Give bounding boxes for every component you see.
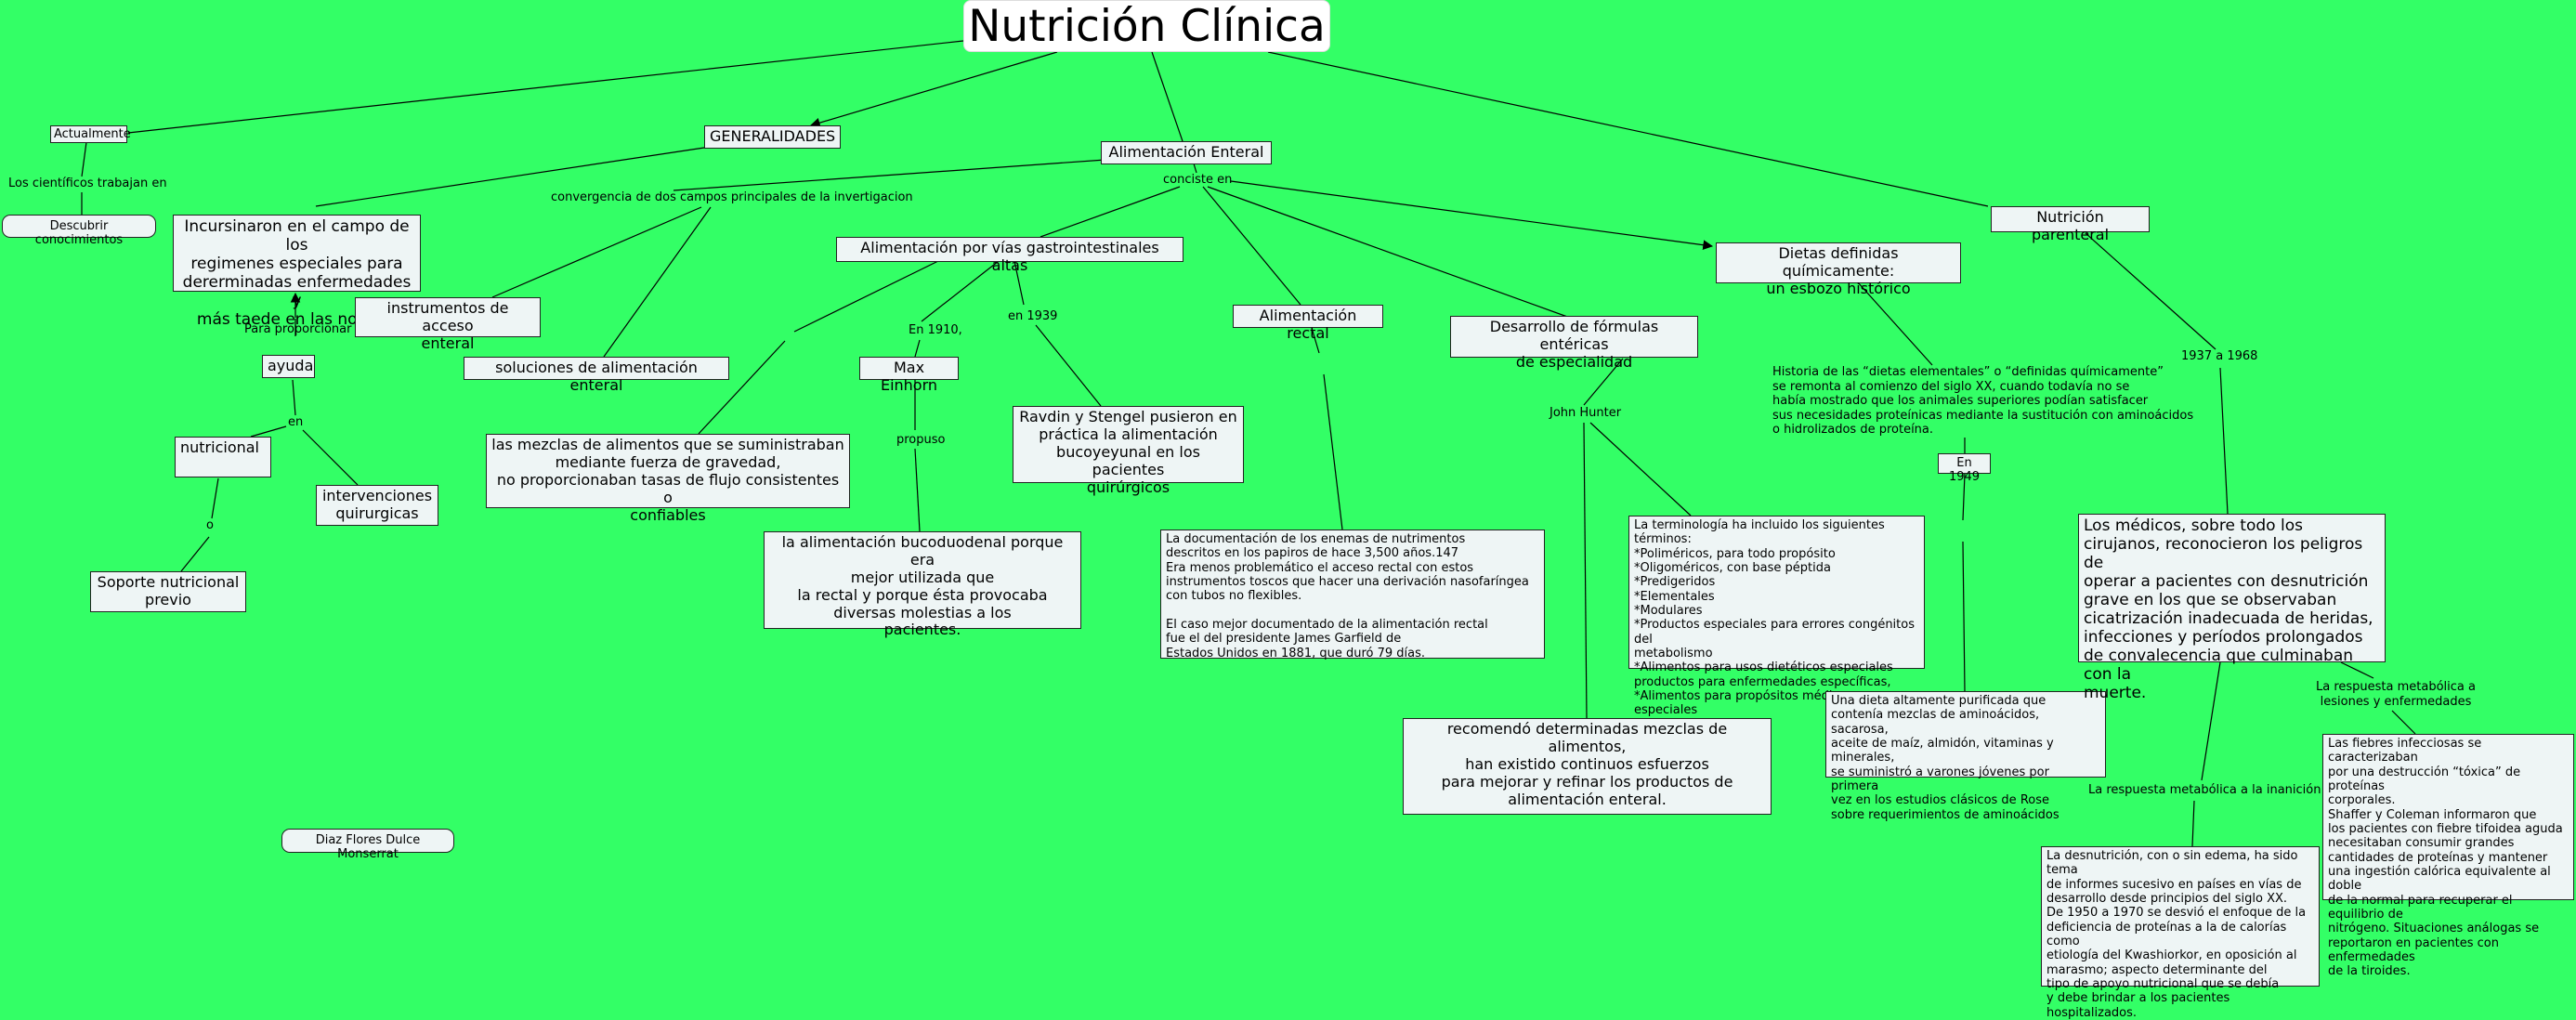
link-conciste-vias: [1040, 186, 1181, 238]
node-bucoduodenal[interactable]: la alimentación bucoduodenal porque era …: [764, 531, 1081, 638]
node-desnutricion[interactable]: La desnutrición, con o sin edema, ha sid…: [2041, 846, 2320, 1020]
node-fiebres[interactable]: Las fiebres infecciosas se caracterizaba…: [2322, 734, 2574, 978]
label-en: en: [288, 415, 304, 429]
link-1937-medicos: [2219, 367, 2229, 515]
link-actualmente-cientificos: [81, 141, 87, 177]
link-lesiones-fiebres: [2391, 710, 2416, 735]
link-vias-1939: [1013, 260, 1025, 306]
node-incursinaron[interactable]: Incursinaron en el campo de los regimene…: [173, 215, 421, 329]
link-1949-purificada-a: [1962, 473, 1966, 521]
node-generalidades[interactable]: GENERALIDADES: [704, 125, 841, 149]
link-parenteral-1937: [2085, 232, 2216, 350]
label-en-1939: en 1939: [1008, 309, 1058, 323]
node-documentacion[interactable]: La documentación de los enemas de nutrim…: [1160, 530, 1545, 660]
node-nutricional[interactable]: nutricional: [175, 437, 271, 477]
label-respuesta-inanicion: La respuesta metabólica a la inanición: [2088, 783, 2321, 797]
author-node[interactable]: Diaz Flores Dulce Monserrat: [281, 829, 454, 861]
node-formulas[interactable]: Desarrollo de fórmulas entéricas de espe…: [1450, 316, 1698, 371]
node-soporte[interactable]: Soporte nutricional previo: [90, 571, 246, 612]
node-mezclas[interactable]: las mezclas de alimentos que se suminist…: [486, 434, 850, 523]
node-alimentacion-rectal[interactable]: Alimentación rectal: [1233, 305, 1383, 342]
link-enteral-conciste: [1193, 163, 1197, 174]
node-en-1949[interactable]: En 1949: [1938, 453, 1991, 484]
link-title-generalidades: [809, 51, 1058, 128]
link-title-enteral: [1151, 51, 1183, 142]
page-title: Nutrición Clínica: [963, 0, 1330, 52]
link-medicos-inanicion: [2201, 661, 2221, 781]
node-dieta-purificada[interactable]: Una dieta altamente purificada que conte…: [1825, 691, 2106, 822]
link-ayuda-en: [292, 379, 296, 416]
link-generalidades-convergencia: [673, 159, 1106, 191]
connection-lines: [81, 40, 2416, 847]
label-conciste-en: conciste en: [1163, 173, 1233, 187]
label-john-hunter: John Hunter: [1550, 406, 1622, 420]
node-descubrir[interactable]: Descubrir conocimientos: [2, 215, 156, 247]
link-1910-max: [914, 339, 921, 358]
link-conciste-rectal: [1202, 186, 1301, 306]
link-vias-mezclas-a: [793, 260, 939, 333]
node-vias-altas[interactable]: Alimentación por vías gastrointestinales…: [836, 237, 1183, 274]
link-o-soporte: [180, 536, 210, 572]
link-hunter-recomendo: [1583, 422, 1588, 719]
link-inanicion-desnutricion: [2191, 800, 2195, 847]
link-vias-1910: [921, 260, 1000, 322]
node-soluciones[interactable]: soluciones de alimentación enteral: [464, 357, 729, 394]
label-respuesta-lesiones: La respuesta metabólica a lesiones y enf…: [2316, 680, 2476, 709]
node-max-einhorn[interactable]: Max Einhorn: [859, 357, 959, 394]
link-1949-purificada-b: [1962, 541, 1966, 692]
link-conciste-dietas: [1230, 180, 1714, 251]
node-actualmente[interactable]: Actualmente: [50, 125, 131, 143]
link-nutricional-o: [211, 477, 219, 519]
link-vias-mezclas-b: [698, 340, 786, 435]
link-hunter-terminologia: [1589, 422, 1692, 517]
link-title-actualmente: [127, 40, 964, 134]
link-dietas-historia: [1857, 281, 1933, 366]
label-en-1910: En 1910,: [909, 323, 962, 337]
label-convergencia: convergencia de dos campos principales d…: [551, 190, 913, 204]
link-title-parenteral: [1267, 51, 1989, 207]
link-rectal-b: [1323, 373, 1343, 530]
node-instrumentos[interactable]: instrumentos de acceso enteral: [355, 297, 541, 352]
label-cientificos: Los científicos trabajan en: [8, 177, 167, 190]
link-propuso-bucoduodenal: [914, 448, 921, 532]
label-o: o: [206, 518, 214, 532]
link-en-nutricional: [250, 425, 287, 438]
label-propuso: propuso: [896, 433, 946, 447]
label-historia: Historia de las “dietas elementales” o “…: [1772, 365, 2194, 438]
link-generalidades-incursinaron: [315, 147, 705, 207]
node-medicos[interactable]: Los médicos, sobre todo los cirujanos, r…: [2078, 514, 2386, 702]
link-convergencia-instrumentos: [491, 206, 702, 298]
link-rectal-a: [1311, 327, 1320, 354]
link-1939-ravdin: [1035, 324, 1102, 407]
link-medicos-lesiones: [2340, 661, 2374, 679]
label-para-proporcionar: Para proporcionar: [244, 322, 352, 336]
label-1937-1968: 1937 a 1968: [2181, 349, 2258, 363]
link-formulas-hunter: [1583, 358, 1624, 406]
node-dietas[interactable]: Dietas definidas químicamente: un esbozo…: [1716, 242, 1961, 297]
link-en-intervenciones: [302, 429, 359, 486]
node-ayuda[interactable]: ayuda: [262, 355, 315, 378]
node-nutricion-parenteral[interactable]: Nutrición parenteral: [1991, 206, 2150, 243]
node-intervenciones[interactable]: intervenciones quirurgicas: [316, 485, 438, 526]
link-conciste-formulas: [1207, 186, 1571, 319]
node-ravdin[interactable]: Ravdin y Stengel pusieron en práctica la…: [1013, 406, 1244, 495]
node-alimentacion-enteral[interactable]: Alimentación Enteral: [1101, 141, 1272, 164]
node-recomendo[interactable]: recomendó determinadas mezclas de alimen…: [1403, 718, 1772, 815]
node-terminologia[interactable]: La terminología ha incluido los siguient…: [1628, 516, 1925, 717]
link-convergencia-soluciones: [603, 206, 712, 358]
